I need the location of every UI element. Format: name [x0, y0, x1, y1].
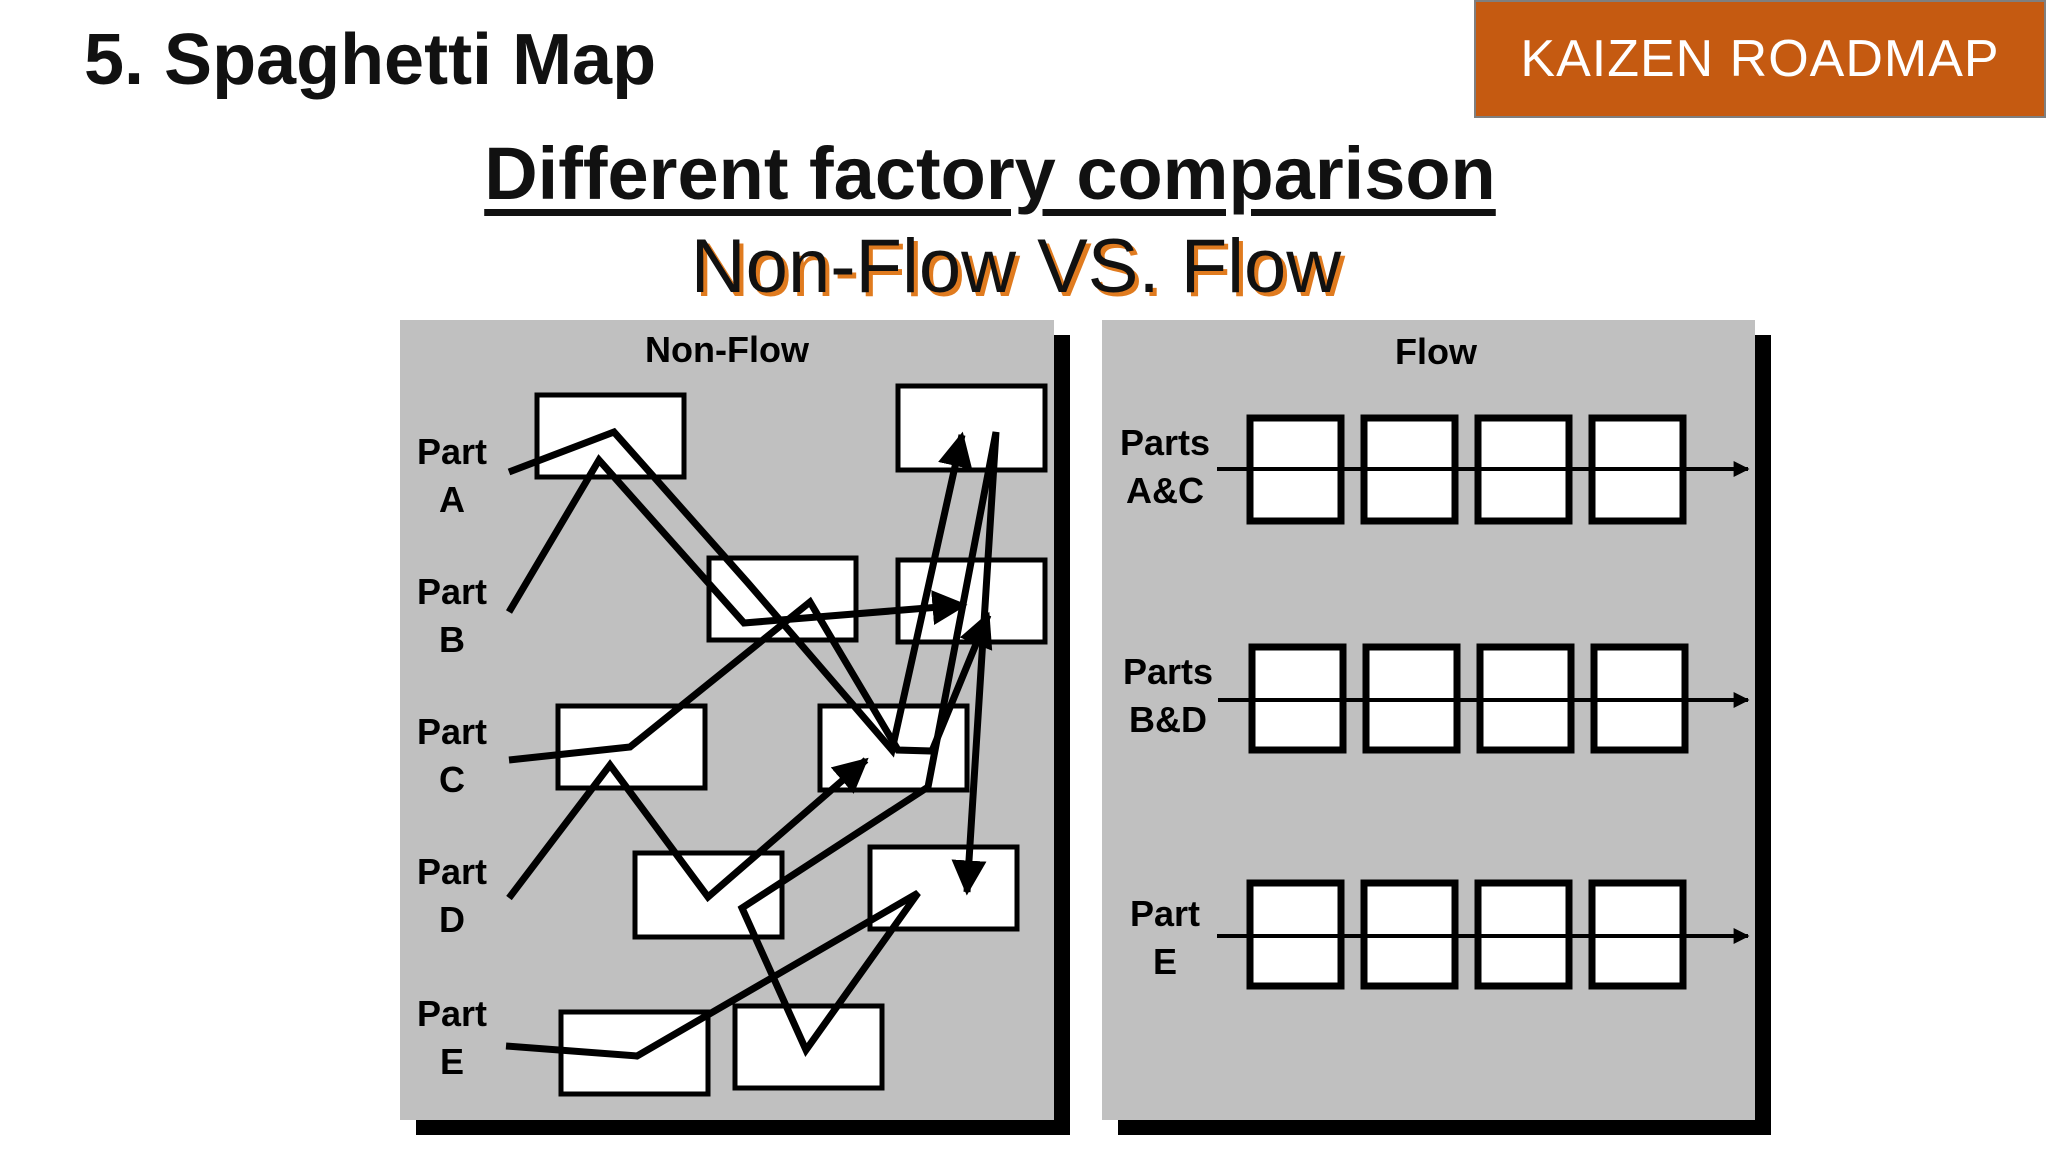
part-a-letter: A — [439, 479, 465, 520]
parts-ac-letters: A&C — [1126, 470, 1204, 511]
parts-ac-label: Parts — [1120, 422, 1210, 463]
machine-box-8 — [867, 844, 1020, 932]
kaizen-roadmap-badge: KAIZEN ROADMAP — [1474, 0, 2046, 118]
part-c-letter: C — [439, 759, 465, 800]
part-a-flow-path — [507, 427, 973, 758]
part-e-letter: E — [440, 1041, 464, 1082]
part-b-letter: B — [439, 619, 465, 660]
part-d-flow-path — [506, 757, 869, 903]
comparison-subtitle: Different factory comparison — [484, 132, 1496, 215]
nonflow-panel: Non-Flow Part A Part B Part C Part D Par… — [400, 320, 1070, 1135]
part-b-flow-path — [505, 454, 968, 627]
parts-bd-letters: B&D — [1129, 699, 1207, 740]
part-e-flow-letter: E — [1153, 941, 1177, 982]
part-c-label: Part — [417, 711, 487, 752]
part-e-label: Part — [417, 993, 487, 1034]
flow-panel-title: Flow — [1395, 331, 1478, 372]
nonflow-vs-flow-heading: Non-Flow VS. Flow — [690, 224, 1342, 309]
nonflow-panel-title: Non-Flow — [645, 329, 810, 370]
part-d-letter: D — [439, 899, 465, 940]
machine-box-2 — [895, 383, 1048, 473]
part-e-flow-label: Part — [1130, 893, 1200, 934]
part-d-label: Part — [417, 851, 487, 892]
slide-title: 5. Spaghetti Map — [84, 20, 657, 100]
part-b-label: Part — [417, 571, 487, 612]
parts-bd-label: Parts — [1123, 651, 1213, 692]
flow-panel: Flow Parts A&C Parts B&D Part E — [1102, 320, 1771, 1135]
part-e-flow-path — [505, 431, 1000, 1060]
part-a-label: Part — [417, 431, 487, 472]
